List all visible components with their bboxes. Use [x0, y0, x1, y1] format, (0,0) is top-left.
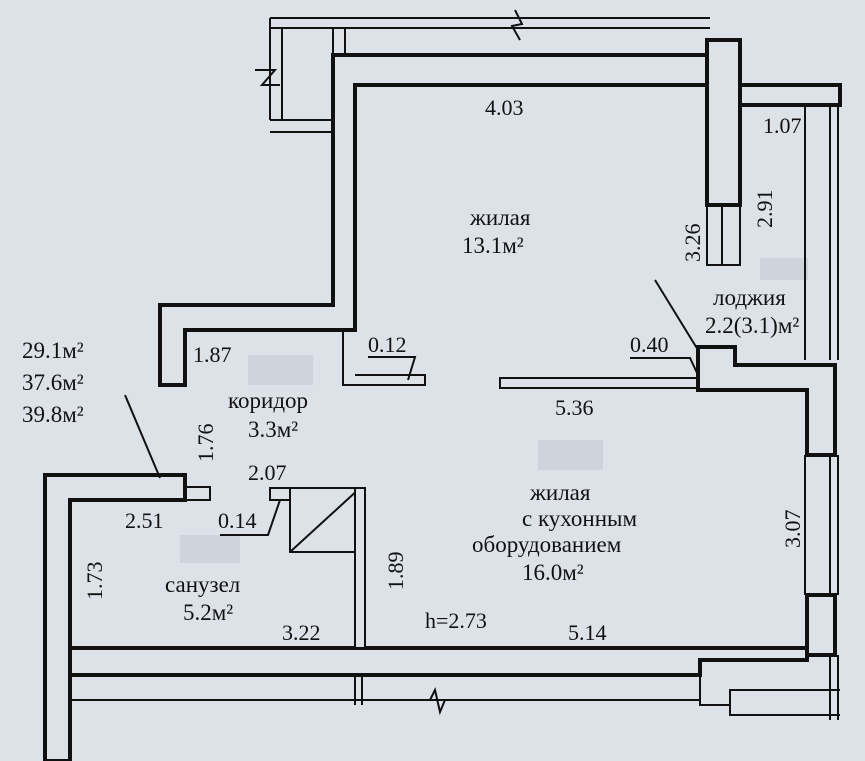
walls [43, 9, 842, 761]
dim-1-73: 1.73 [82, 562, 107, 601]
dim-0-12: 0.12 [368, 332, 407, 357]
total-living-area: 29.1м² [22, 338, 84, 363]
dim-3-07: 3.07 [780, 510, 805, 549]
total-area: 37.6м² [22, 370, 84, 395]
dim-4-03: 4.03 [485, 95, 524, 120]
kitchen-living-name-1: жилая [529, 480, 591, 505]
total-area-with-loggia: 39.8м² [22, 402, 84, 427]
kitchen-living-name-3: оборудованием [472, 532, 622, 557]
dim-1-87: 1.87 [193, 342, 232, 367]
loggia-area: 2.2(3.1)м² [705, 313, 799, 338]
dim-1-89: 1.89 [383, 552, 408, 591]
dim-5-36: 5.36 [555, 395, 594, 420]
dim-2-51: 2.51 [125, 508, 164, 533]
watermark-patch [248, 355, 313, 385]
loggia-name: лоджия [713, 285, 786, 310]
watermark-patch [760, 258, 808, 280]
dim-0-40: 0.40 [630, 332, 669, 357]
dim-1-76: 1.76 [193, 424, 218, 463]
dim-1-07: 1.07 [763, 113, 802, 138]
dim-2-91: 2.91 [752, 190, 777, 229]
kitchen-living-area: 16.0м² [522, 560, 584, 585]
kitchen-living-name-2: с кухонным [522, 506, 638, 531]
dim-3-22: 3.22 [282, 620, 321, 645]
living-room-name: жилая [469, 205, 531, 230]
corridor-area: 3.3м² [248, 417, 298, 442]
living-room-area: 13.1м² [462, 233, 524, 258]
dim-2-07: 2.07 [248, 460, 287, 485]
bathroom-name: санузел [165, 572, 240, 597]
watermark-patch [538, 440, 603, 470]
dim-0-14: 0.14 [218, 508, 257, 533]
dim-3-26: 3.26 [680, 224, 705, 263]
ceiling-height: h=2.73 [425, 608, 487, 633]
dim-5-14: 5.14 [568, 620, 607, 645]
watermark-patch [180, 535, 240, 563]
bathroom-area: 5.2м² [183, 600, 233, 625]
corridor-name: коридор [228, 388, 308, 413]
